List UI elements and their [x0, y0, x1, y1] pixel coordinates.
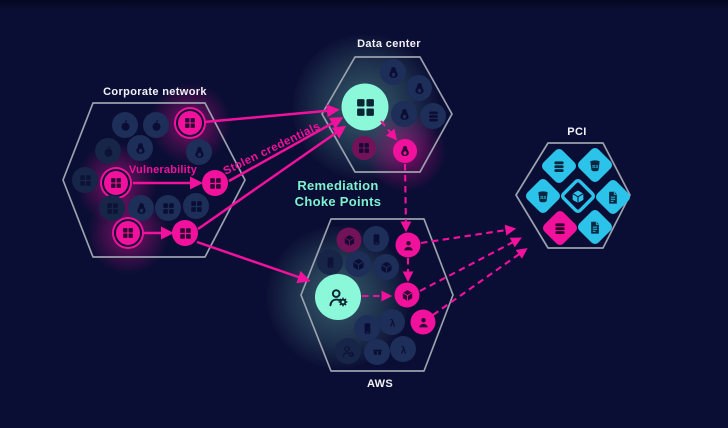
diamond-inner	[551, 158, 567, 174]
pci-diamond-s3: S3	[523, 176, 563, 216]
node-cube	[373, 254, 399, 280]
svg-text:λ: λ	[400, 345, 406, 356]
windows-icon	[179, 227, 191, 239]
database-icon	[554, 160, 564, 172]
dashed-attack-arrow	[400, 163, 412, 233]
svg-text:S3: S3	[592, 163, 598, 169]
cube-icon	[572, 189, 584, 203]
node-person-gear	[335, 338, 361, 364]
node-cube	[394, 282, 420, 308]
node-linux	[380, 59, 406, 85]
pci-diamond-database	[539, 146, 579, 186]
dashed-attack-arrow	[432, 248, 528, 316]
pci-diamond-database	[540, 208, 580, 248]
node-mobile	[317, 249, 343, 275]
node-apple	[112, 112, 138, 138]
person-icon	[403, 240, 413, 250]
node-cube	[336, 227, 362, 253]
s3-icon: S3	[590, 159, 600, 171]
node-windows	[172, 220, 198, 246]
node-mobile	[363, 226, 389, 252]
attack-arrow	[197, 125, 347, 231]
attack-arrow	[228, 117, 344, 183]
pci-diamond-cube	[558, 176, 598, 216]
cube-icon	[344, 234, 354, 246]
cube-icon	[402, 289, 412, 301]
dashed-attack-arrow	[419, 237, 522, 292]
node-lambda: λ	[390, 336, 416, 362]
mobile-icon	[373, 233, 379, 245]
diamond-inner	[570, 188, 586, 204]
svg-text:λ: λ	[389, 318, 395, 329]
attack-arrow	[203, 104, 340, 124]
node-cube	[345, 251, 371, 277]
node-shorts	[364, 339, 390, 365]
person-gear-icon	[342, 345, 354, 357]
diamond-inner	[587, 219, 603, 235]
aws-hexagon	[300, 218, 454, 372]
apple-icon	[121, 119, 129, 131]
pci-hexagon	[515, 142, 631, 249]
dashed-attack-arrow	[380, 120, 398, 141]
node-linux	[406, 75, 432, 101]
s3-icon: S3	[538, 190, 548, 202]
windows-icon	[190, 200, 202, 212]
diamond-inner: S3	[535, 188, 551, 204]
pci-diamond-doc	[575, 207, 615, 247]
diamond-inner: S3	[587, 157, 603, 173]
node-mobile	[354, 315, 380, 341]
node-windows	[183, 193, 209, 219]
node-lambda: λ	[379, 309, 405, 335]
attack-arrow	[196, 240, 311, 284]
cube-icon	[352, 258, 364, 270]
dashed-attack-arrow	[420, 224, 517, 245]
linux-icon	[388, 66, 398, 78]
node-person	[410, 309, 436, 335]
doc-icon	[591, 221, 599, 233]
lambda-icon: λ	[400, 345, 406, 356]
diamond-inner	[552, 220, 568, 236]
pci-diamond-s3: S3	[575, 145, 615, 185]
database-icon	[555, 222, 565, 234]
linux-icon	[414, 82, 424, 94]
shorts-icon	[372, 349, 382, 355]
node-windows	[202, 170, 228, 196]
node-person	[395, 232, 421, 258]
lambda-icon: λ	[389, 318, 395, 329]
person-icon	[418, 317, 428, 327]
person-gear-icon	[328, 288, 348, 307]
windows-icon	[209, 177, 221, 189]
mobile-icon	[327, 256, 333, 268]
cube-icon	[380, 261, 392, 273]
mobile-icon	[364, 322, 370, 334]
doc-icon	[609, 191, 617, 203]
node-person-gear	[315, 274, 361, 320]
pci-diamond-doc	[593, 177, 633, 217]
diamond-inner	[605, 189, 621, 205]
svg-text:S3: S3	[540, 194, 546, 200]
